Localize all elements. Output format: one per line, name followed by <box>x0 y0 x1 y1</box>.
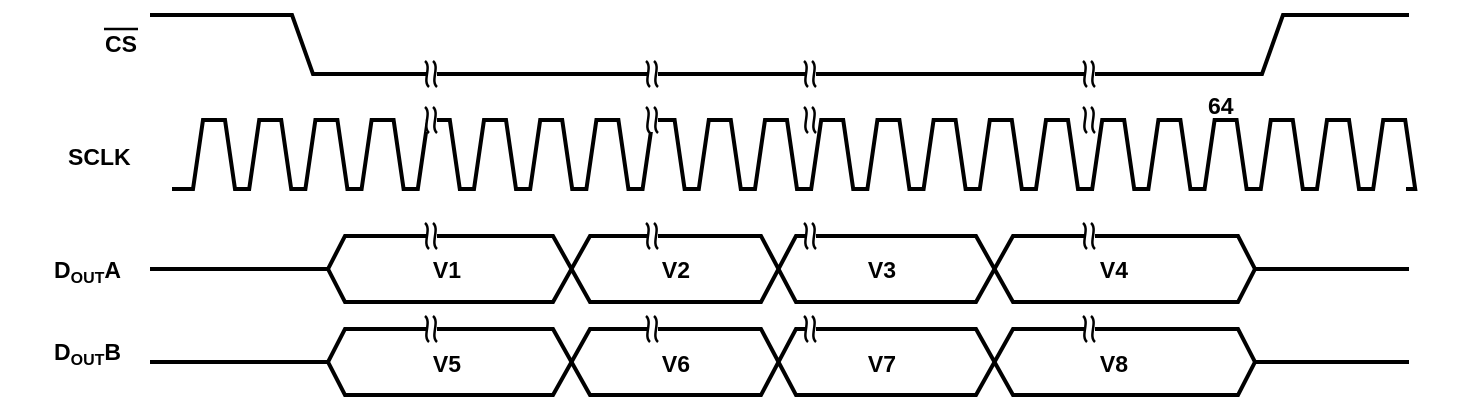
dout-b-label: DOUTB <box>54 339 121 369</box>
break-squiggle <box>645 315 651 343</box>
cs-label: CS <box>105 31 137 57</box>
sclk-count-label: 64 <box>1208 93 1234 119</box>
break-gap <box>1084 224 1095 248</box>
break-squiggle <box>1082 60 1088 88</box>
break-squiggle <box>803 106 809 134</box>
dout-a-value-4: V4 <box>1100 257 1128 283</box>
break-squiggle <box>811 60 817 88</box>
sclk-label: SCLK <box>68 144 131 170</box>
dout-a-value-3: V3 <box>868 257 896 283</box>
break-squiggle <box>645 106 651 134</box>
time-break-markers <box>424 60 1096 343</box>
break-gap <box>805 62 816 86</box>
break-gap <box>647 62 658 86</box>
break-gap <box>647 224 658 248</box>
break-squiggle <box>432 60 438 88</box>
dout-b-lower-edge <box>326 327 1257 397</box>
break-squiggle <box>811 315 817 343</box>
break-gap <box>805 317 816 341</box>
break-squiggle <box>1082 222 1088 250</box>
break-squiggle <box>432 106 438 134</box>
dout-b-value-2: V6 <box>662 351 690 377</box>
cs-waveform <box>150 13 1409 76</box>
break-squiggle <box>803 60 809 88</box>
break-squiggle <box>645 60 651 88</box>
break-squiggle <box>1082 315 1088 343</box>
break-gap <box>1084 62 1095 86</box>
dout-b-value-4: V8 <box>1100 351 1128 377</box>
break-squiggle <box>424 315 430 343</box>
break-squiggle <box>1090 60 1096 88</box>
break-gap <box>426 108 437 132</box>
break-squiggle <box>653 315 659 343</box>
dout-a-value-1: V1 <box>433 257 461 283</box>
break-squiggle <box>1090 315 1096 343</box>
break-gap <box>426 224 437 248</box>
break-squiggle <box>1082 106 1088 134</box>
dout-a-label: DOUTA <box>54 257 121 287</box>
break-squiggle <box>653 60 659 88</box>
dout-a-value-2: V2 <box>662 257 690 283</box>
break-squiggle <box>803 222 809 250</box>
break-squiggle <box>1090 106 1096 134</box>
break-squiggle <box>424 222 430 250</box>
dout-b-value-1: V5 <box>433 351 461 377</box>
break-squiggle <box>645 222 651 250</box>
break-gap <box>1084 317 1095 341</box>
break-gap <box>426 62 437 86</box>
break-gap <box>805 108 816 132</box>
sclk-waveform <box>172 118 1418 191</box>
break-squiggle <box>811 222 817 250</box>
break-squiggle <box>432 222 438 250</box>
dout-a-lower-edge <box>326 234 1257 304</box>
break-squiggle <box>803 315 809 343</box>
break-gap <box>1084 108 1095 132</box>
break-squiggle <box>424 106 430 134</box>
break-squiggle <box>432 315 438 343</box>
break-squiggle <box>653 106 659 134</box>
break-gap <box>647 108 658 132</box>
break-squiggle <box>424 60 430 88</box>
break-squiggle <box>1090 222 1096 250</box>
break-gap <box>647 317 658 341</box>
break-gap <box>426 317 437 341</box>
break-squiggle <box>811 106 817 134</box>
dout-b-value-3: V7 <box>868 351 896 377</box>
break-gap <box>805 224 816 248</box>
break-squiggle <box>653 222 659 250</box>
